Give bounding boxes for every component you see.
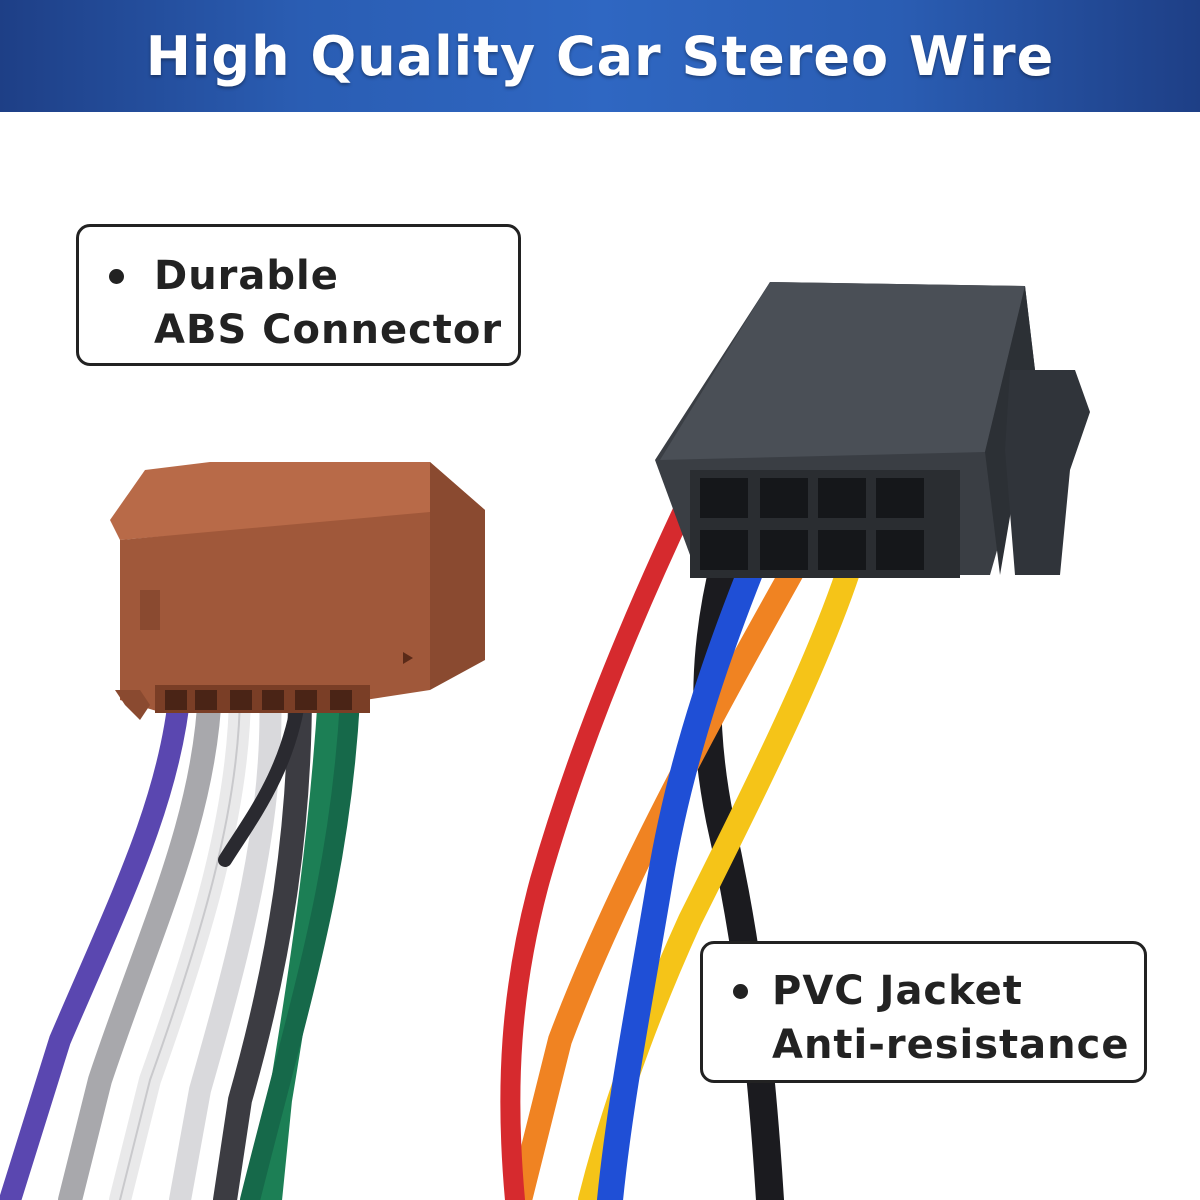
callout-text: Durable ABS Connector [154,249,502,357]
callout-line: Anti-resistance [772,1022,1130,1068]
callout-pvc-jacket: PVC Jacket Anti-resistance [700,941,1147,1083]
banner-title: High Quality Car Stereo Wire [145,24,1055,88]
callout-durable-abs: Durable ABS Connector [76,224,521,366]
callout-line: PVC Jacket [772,968,1023,1014]
right-wire-bundle [500,475,870,1200]
callout-line: Durable [154,253,339,299]
brown-iso-connector [110,462,485,720]
left-wire-bundle [0,678,360,1200]
callout-line: ABS Connector [154,307,503,353]
bullet-icon [733,984,748,999]
title-banner: High Quality Car Stereo Wire [0,0,1200,112]
callout-text: PVC Jacket Anti-resistance [772,964,1129,1072]
bullet-icon [109,269,124,284]
black-iso-connector [655,282,1090,578]
